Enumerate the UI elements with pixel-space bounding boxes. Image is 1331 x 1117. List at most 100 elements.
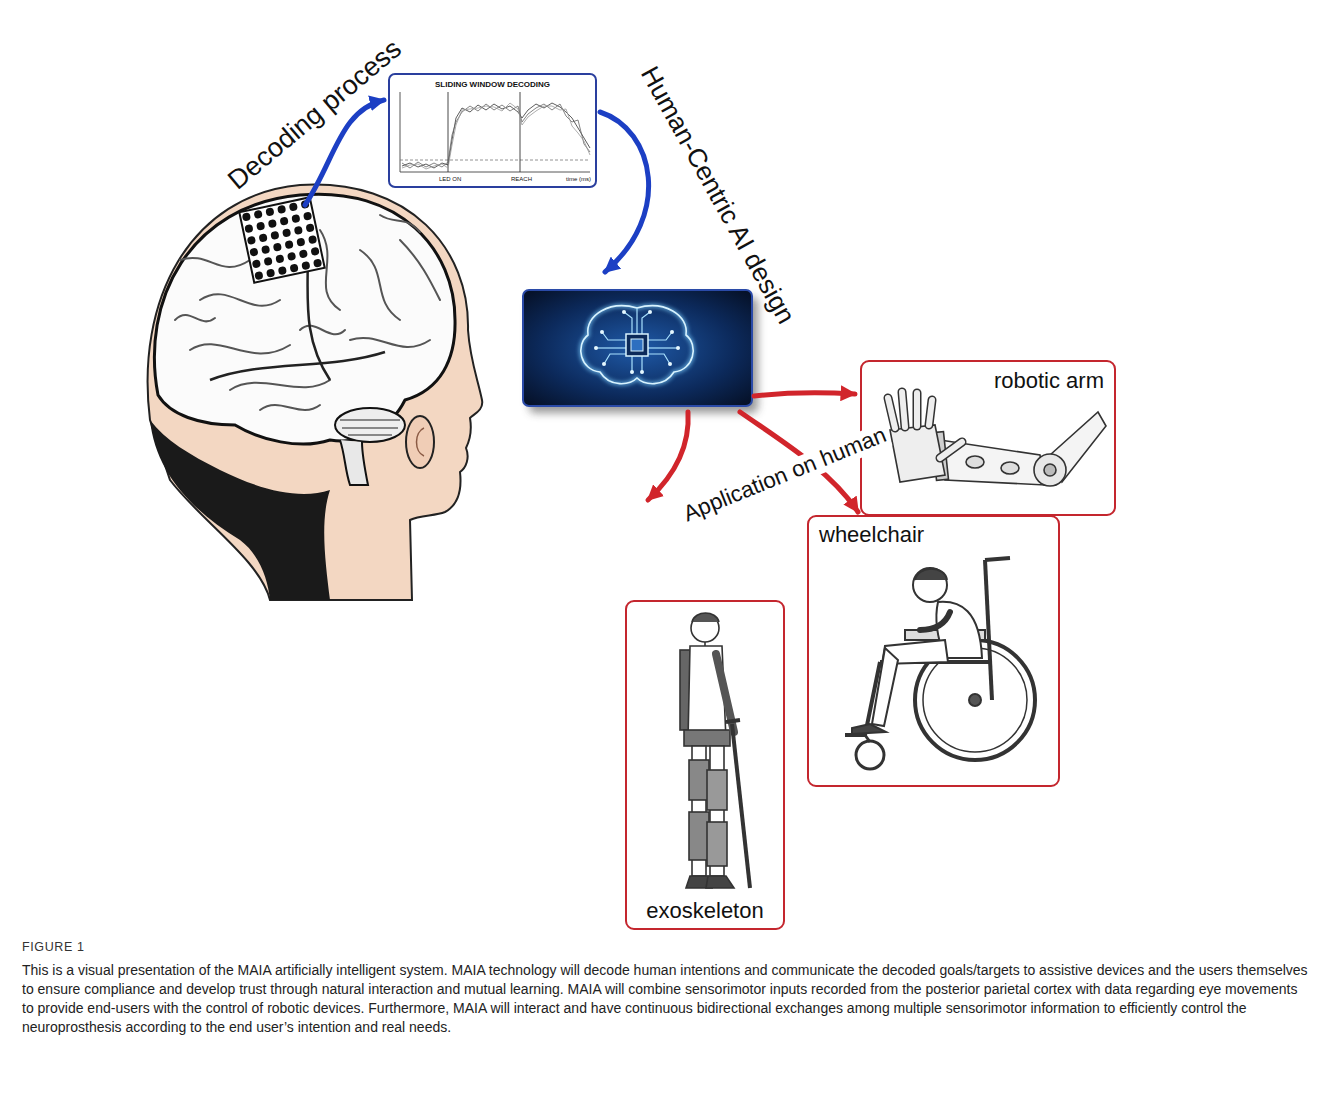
ai-brain-picture (523, 290, 758, 413)
arrow-label: Decoding process (223, 34, 408, 196)
head-illustration-part (335, 408, 405, 442)
wheelchair-drawing-part (985, 558, 1010, 560)
wheelchair-drawing-part (913, 568, 947, 602)
head-illustration-part-part-part (305, 223, 314, 232)
head-illustration-part-part (400, 240, 440, 300)
exoskeleton-drawing-part (707, 822, 727, 866)
head-illustration-part-part (342, 427, 398, 428)
ai-brain-picture-part-part (581, 306, 693, 384)
head-illustration-part-part (380, 215, 420, 232)
head-illustration-part-part-part (253, 210, 262, 219)
head-illustration-part-part-part (265, 207, 274, 216)
head-illustration-part-part-part (310, 247, 319, 256)
head-illustration-part-part (239, 197, 324, 282)
head-illustration-part-part (190, 344, 290, 353)
ai-brain-picture-part-part (636, 308, 637, 334)
axis-event-label: LED ON (439, 176, 461, 183)
chart-title: SLIDING WINDOW DECODING (394, 80, 591, 89)
head-illustration-part-part (348, 434, 392, 435)
head-illustration-part-part-part (289, 263, 298, 272)
robotic-arm-drawing-part (1034, 454, 1066, 486)
head-illustration-part (154, 194, 455, 444)
robotic-arm-drawing-part-part (902, 392, 905, 427)
ai-brain-picture-part-part (648, 332, 672, 340)
arrow-label: Human-Centric AI design (635, 62, 800, 329)
head-illustration-part-part-part (278, 266, 287, 275)
head-illustration-part-part (360, 250, 400, 320)
ai-brain-picture-part-part (642, 312, 650, 334)
device-label: wheelchair (819, 522, 924, 547)
exoskeleton-drawing-part (684, 730, 730, 746)
head-illustration-part (239, 197, 324, 282)
head-illustration-part-part-part (287, 252, 296, 261)
head-illustration-part-part-part (242, 212, 251, 221)
head-illustration-part-part-part (313, 258, 322, 267)
head-illustration-part-part-part (284, 240, 293, 249)
ai-brain-picture-part-part (631, 356, 632, 372)
ai-brain-picture-part-part (624, 312, 632, 334)
flow-arrows-part (600, 112, 649, 272)
ai-brain-picture-part-part (670, 330, 674, 334)
head-illustration-part-part-part (273, 242, 282, 251)
head-illustration-part-part (320, 230, 340, 310)
head-illustration-part-part-part (252, 259, 261, 268)
head-illustration-part-part-part (303, 211, 312, 220)
head-illustration-part (406, 416, 434, 468)
robotic-arm-drawing-part-part (888, 398, 895, 428)
ai-brain-picture-part-part (630, 370, 634, 374)
decoding-plot-part (400, 172, 590, 173)
ai-brain-picture-part (626, 334, 648, 356)
wheelchair-drawing-part (856, 741, 884, 769)
head-illustration (148, 185, 483, 600)
figure-caption: This is a visual presentation of the MAI… (22, 961, 1309, 1037)
robotic-arm-drawing-part (890, 425, 945, 482)
robotic-arm-drawing (888, 392, 1106, 486)
robotic-arm-drawing-part-part (888, 398, 895, 428)
robotic-arm-drawing-part-part (940, 442, 962, 458)
robotic-arm-drawing-part-part (902, 392, 905, 427)
head-illustration-part (210, 352, 385, 380)
head-illustration-part-part-part (268, 219, 277, 228)
robotic-arm-drawing-part-part (929, 400, 932, 425)
exoskeleton-drawing-part (726, 720, 740, 722)
head-illustration-part-part-part (299, 249, 308, 258)
decoding-plot-part (402, 103, 590, 169)
head-illustration-part-part-part (249, 247, 258, 256)
axis-event-label: REACH (511, 176, 532, 183)
ai-brain-picture-part-part (648, 347, 678, 348)
wheelchair-drawing-part (985, 560, 992, 700)
head-illustration-part (340, 420, 400, 435)
robotic-arm-drawing-part-part (913, 393, 922, 426)
ai-brain-picture-part-part (622, 310, 626, 314)
exoskeleton-drawing-part (689, 812, 709, 860)
device-label: robotic arm (994, 368, 1104, 393)
wheelchair-drawing-part (872, 648, 898, 726)
wheelchair-drawing-part (852, 724, 886, 734)
exoskeleton-drawing-part (707, 770, 727, 810)
ai-brain-picture-part-part (641, 356, 642, 372)
ai-brain-picture-part-part (676, 346, 680, 350)
head-illustration-part-part-part (308, 235, 317, 244)
head-illustration-part-part-part (266, 268, 275, 277)
head-illustration-part-part-part (275, 254, 284, 263)
ai-brain-picture-part-part (596, 347, 626, 348)
exoskeleton-drawing-part (706, 876, 734, 888)
wheelchair-drawing-part (865, 735, 870, 742)
axis-title: time (ms) (566, 176, 591, 183)
head-illustration-part-part-part (254, 271, 263, 280)
ai-brain-picture-part (594, 310, 680, 374)
exoskeleton-drawing (680, 613, 750, 888)
exoskeleton-drawing-part (691, 614, 719, 642)
head-illustration-part-part (242, 200, 323, 281)
head-illustration-part-part (175, 315, 215, 321)
robotic-arm-drawing-part-part (914, 393, 920, 426)
robotic-arm-drawing-part (940, 440, 1045, 485)
robotic-arm-drawing-part (1001, 462, 1019, 474)
robotic-arm-drawing-part (1044, 464, 1056, 476)
head-illustration-part (417, 428, 425, 456)
head-illustration-part-part-part (277, 205, 286, 214)
head-illustration-part-part-part (294, 226, 303, 235)
head-illustration-part-part (300, 326, 345, 335)
head-illustration-part-part (350, 338, 430, 347)
